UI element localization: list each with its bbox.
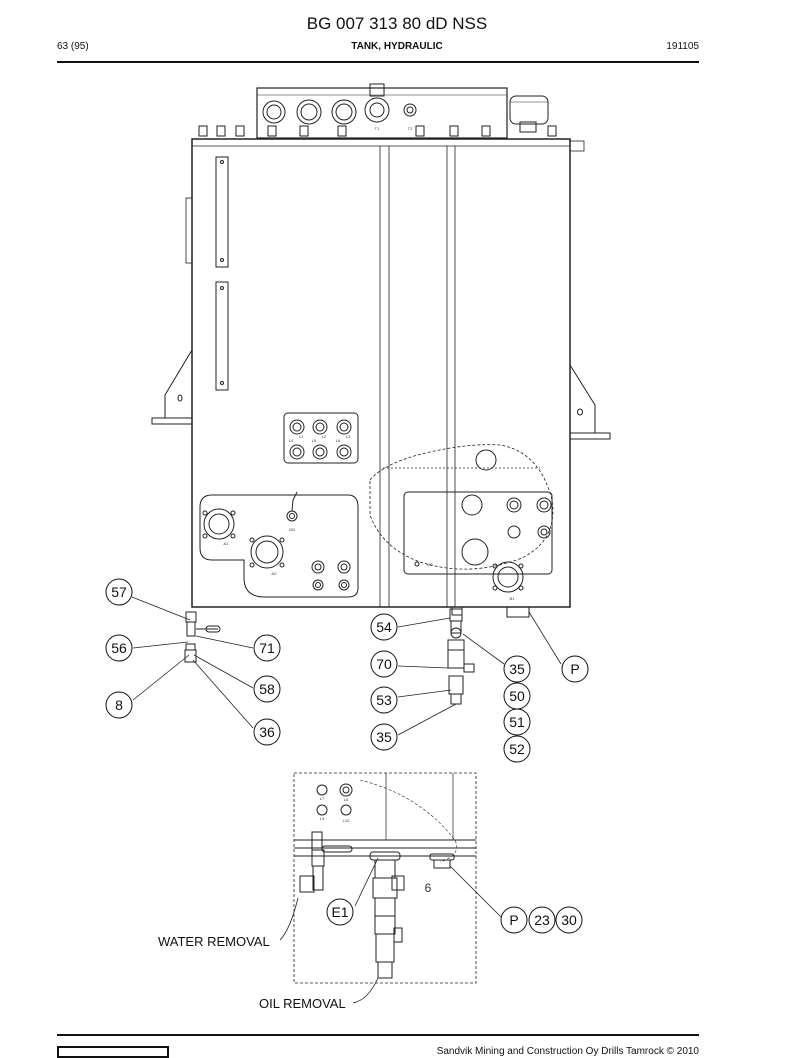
port-mark-t1: T1	[375, 126, 380, 131]
port-mark-a2: A2	[272, 571, 278, 576]
port-mark-m3: M3	[289, 527, 295, 532]
callout-50: 50	[503, 682, 531, 710]
callout-23: 23	[528, 906, 556, 934]
svg-text:E1: E1	[331, 904, 348, 920]
port-mark-l10: L10	[343, 818, 350, 823]
callout-58: 58	[253, 675, 281, 703]
callout-70: 70	[370, 650, 398, 678]
port-mark-l9: L9	[320, 816, 325, 821]
port-mark-l4: L4	[289, 438, 294, 443]
callout-p-detail: P	[500, 906, 528, 934]
callout-57: 57	[105, 578, 133, 606]
label-oil-removal: OIL REMOVAL	[259, 996, 346, 1011]
svg-text:71: 71	[259, 640, 275, 656]
callout-51: 51	[503, 708, 531, 736]
callout-71: 71	[253, 634, 281, 662]
svg-text:P: P	[570, 661, 579, 677]
port-mark-m2: M2	[427, 562, 433, 567]
svg-text:57: 57	[111, 584, 127, 600]
port-mark-l5: L5	[312, 438, 317, 443]
port-mark-l1: L1	[299, 434, 304, 439]
port-mark-l2: L2	[322, 434, 327, 439]
footer-rule	[57, 1034, 699, 1036]
callout-p-main: P	[561, 655, 589, 683]
port-mark-a1: A1	[224, 541, 230, 546]
top-bolts	[198, 125, 557, 137]
callout-52: 52	[503, 735, 531, 763]
detail-circle: M2 B1	[369, 444, 554, 601]
svg-text:54: 54	[376, 619, 392, 635]
left-drain-valve	[184, 611, 221, 663]
svg-text:53: 53	[376, 692, 392, 708]
port-plate-l1-l6: L1 L2 L3 L4 L5 L6	[283, 412, 359, 464]
svg-text:P: P	[509, 912, 518, 928]
port-mark-l6: L6	[336, 438, 341, 443]
callout-leaders	[131, 596, 562, 736]
page-number: 63 (95)	[57, 41, 89, 52]
callout-54: 54	[370, 613, 398, 641]
svg-text:58: 58	[259, 681, 275, 697]
port-mark-b1: B1	[510, 596, 516, 601]
flange-plate-a1-a2: M3 A1 A2	[199, 491, 359, 598]
port-mark-l7: L7	[320, 796, 325, 801]
svg-text:56: 56	[111, 640, 127, 656]
callout-36: 36	[253, 718, 281, 746]
label-water-removal: WATER REMOVAL	[158, 934, 270, 949]
svg-text:50: 50	[509, 688, 525, 704]
sandvik-logo	[57, 1046, 169, 1058]
port-mark-l3: L3	[346, 434, 351, 439]
document-title: BG 007 313 80 dD NSS	[306, 14, 488, 33]
section-title: TANK, HYDRAULIC	[351, 41, 443, 52]
callout-35-upper: 35	[503, 655, 531, 683]
callout-e1: E1	[326, 898, 354, 926]
tank-body	[151, 138, 611, 618]
svg-text:8: 8	[115, 697, 123, 713]
callout-56: 56	[105, 634, 133, 662]
svg-text:23: 23	[534, 912, 550, 928]
callout-53: 53	[370, 686, 398, 714]
svg-text:36: 36	[259, 724, 275, 740]
callout-35-lower: 35	[370, 723, 398, 751]
right-drain-valve	[447, 608, 475, 705]
svg-text:70: 70	[376, 656, 392, 672]
callout-8: 8	[105, 691, 133, 719]
document-date: 191105	[666, 41, 699, 52]
detail-view: L7 L8 L9 L10 6	[279, 772, 502, 1004]
callout-30: 30	[555, 906, 583, 934]
port-mark-t2: T2	[408, 126, 413, 131]
detail-mark-6: 6	[425, 881, 432, 895]
svg-text:35: 35	[509, 661, 525, 677]
svg-text:52: 52	[509, 741, 525, 757]
footer-copyright: Sandvik Mining and Construction Oy Drill…	[436, 1046, 699, 1057]
svg-text:51: 51	[509, 714, 525, 730]
port-mark-l8: L8	[344, 797, 349, 802]
svg-text:35: 35	[376, 729, 392, 745]
header-rule	[57, 61, 699, 63]
tank-top-housing: T1 T2	[256, 83, 549, 139]
svg-text:30: 30	[561, 912, 577, 928]
